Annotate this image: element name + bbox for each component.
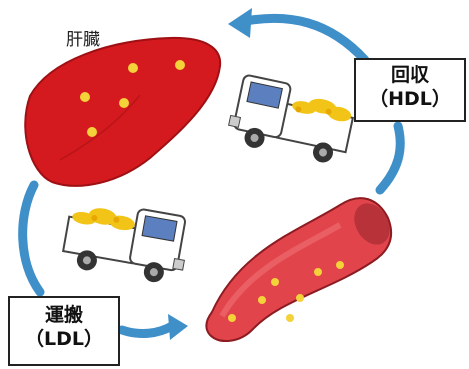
- bottom-arrow: [117, 321, 177, 338]
- hdl-truck: [228, 74, 355, 163]
- liver: [24, 36, 222, 187]
- liver-label: 肝臓: [66, 30, 100, 50]
- bottom-arrowhead: [168, 314, 188, 340]
- left-arrow: [18, 180, 45, 297]
- ldl-truck: [61, 208, 187, 283]
- recovery-subtitle: （HDL）: [369, 87, 451, 110]
- top-arrowhead: [228, 8, 252, 38]
- right-arrow: [375, 121, 405, 195]
- blood-vessel: [205, 197, 393, 342]
- transport-title: 運搬: [44, 304, 83, 326]
- transport-subtitle: （LDL）: [25, 327, 103, 350]
- transport-ldl-label: 運搬 （LDL）: [8, 296, 120, 366]
- recovery-hdl-label: 回収 （HDL）: [354, 58, 466, 122]
- top-arrow: [235, 13, 370, 65]
- recovery-title: 回収: [390, 64, 429, 86]
